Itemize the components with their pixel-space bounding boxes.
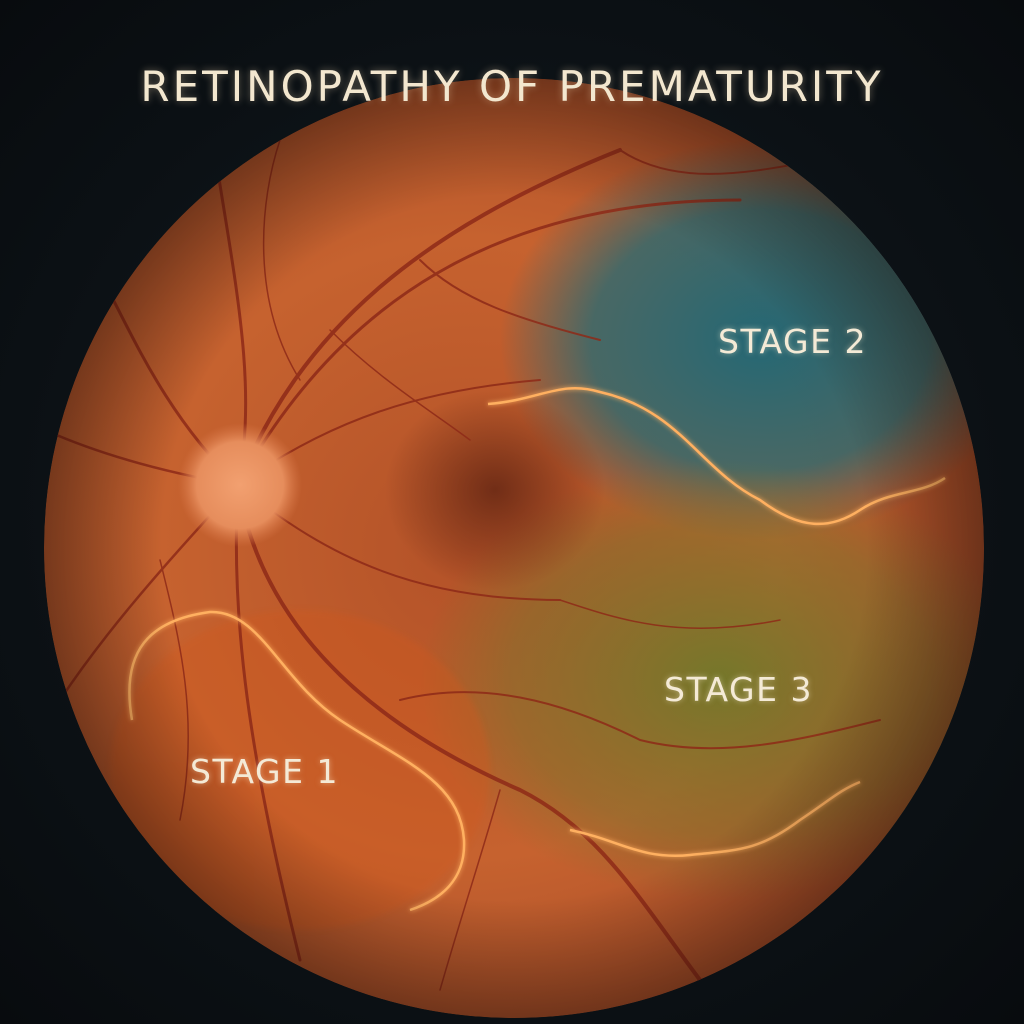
stage2-label: STAGE 2 xyxy=(718,322,867,361)
title: RETINOPATHY OF PREMATURITY xyxy=(140,62,884,111)
stage3-label: STAGE 3 xyxy=(664,670,813,709)
stage1-label: STAGE 1 xyxy=(190,752,339,791)
